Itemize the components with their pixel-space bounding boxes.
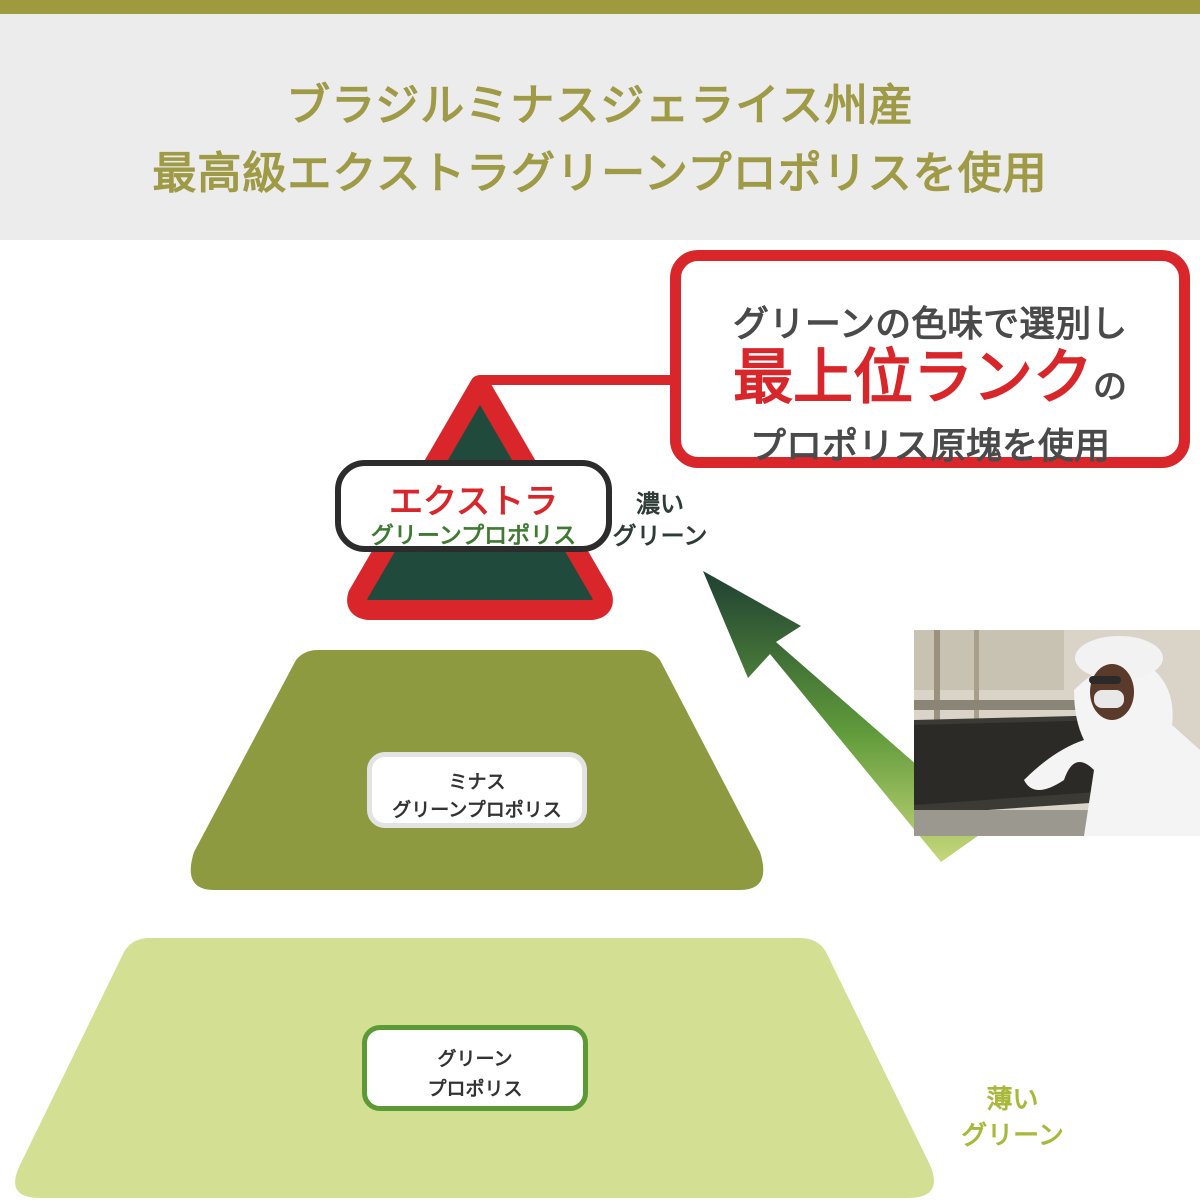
extra-tier-subtitle: グリーンプロポリス	[370, 523, 577, 549]
callout-particle: の	[1093, 367, 1127, 407]
dark-green-label-line2: グリーン	[612, 522, 708, 550]
extra-tier-title: エクストラ	[389, 482, 558, 522]
callout-highlight: 最上位ランク	[733, 343, 1093, 413]
header-title-line2: 最高級エクストラグリーンプロポリスを使用	[152, 148, 1048, 199]
dark-green-label: 濃い グリーン	[605, 488, 715, 552]
callout-line3: プロポリス原塊を使用	[749, 426, 1110, 467]
green-tier-label: グリーン プロポリス	[362, 1025, 588, 1111]
minas-tier-label: ミナス グリーンプロポリス	[367, 752, 587, 828]
top-accent-bar	[0, 0, 1200, 14]
callout-box: グリーンの色味で選別し 最上位ランクの プロポリス原塊を使用	[670, 250, 1190, 468]
light-green-label-line2: グリーン	[961, 1121, 1064, 1151]
header-title-line1: ブラジルミナスジェライス州産	[286, 80, 914, 131]
header-banner: ブラジルミナスジェライス州産 最高級エクストラグリーンプロポリスを使用	[0, 14, 1200, 240]
minas-tier-title: ミナス	[448, 771, 506, 793]
callout-line1: グリーンの色味で選別し	[732, 304, 1128, 345]
worker-photo	[914, 630, 1200, 836]
extra-tier-label: エクストラ グリーンプロポリス	[335, 460, 612, 552]
callout-line2: 最上位ランクの	[681, 343, 1179, 422]
green-tier-title: グリーン	[437, 1048, 513, 1070]
light-green-label-line1: 薄い	[986, 1085, 1039, 1115]
dark-green-label-line1: 濃い	[636, 490, 684, 518]
minas-tier-subtitle: グリーンプロポリス	[392, 799, 562, 821]
light-green-label: 薄い グリーン	[950, 1082, 1075, 1154]
green-tier-subtitle: プロポリス	[427, 1078, 523, 1100]
